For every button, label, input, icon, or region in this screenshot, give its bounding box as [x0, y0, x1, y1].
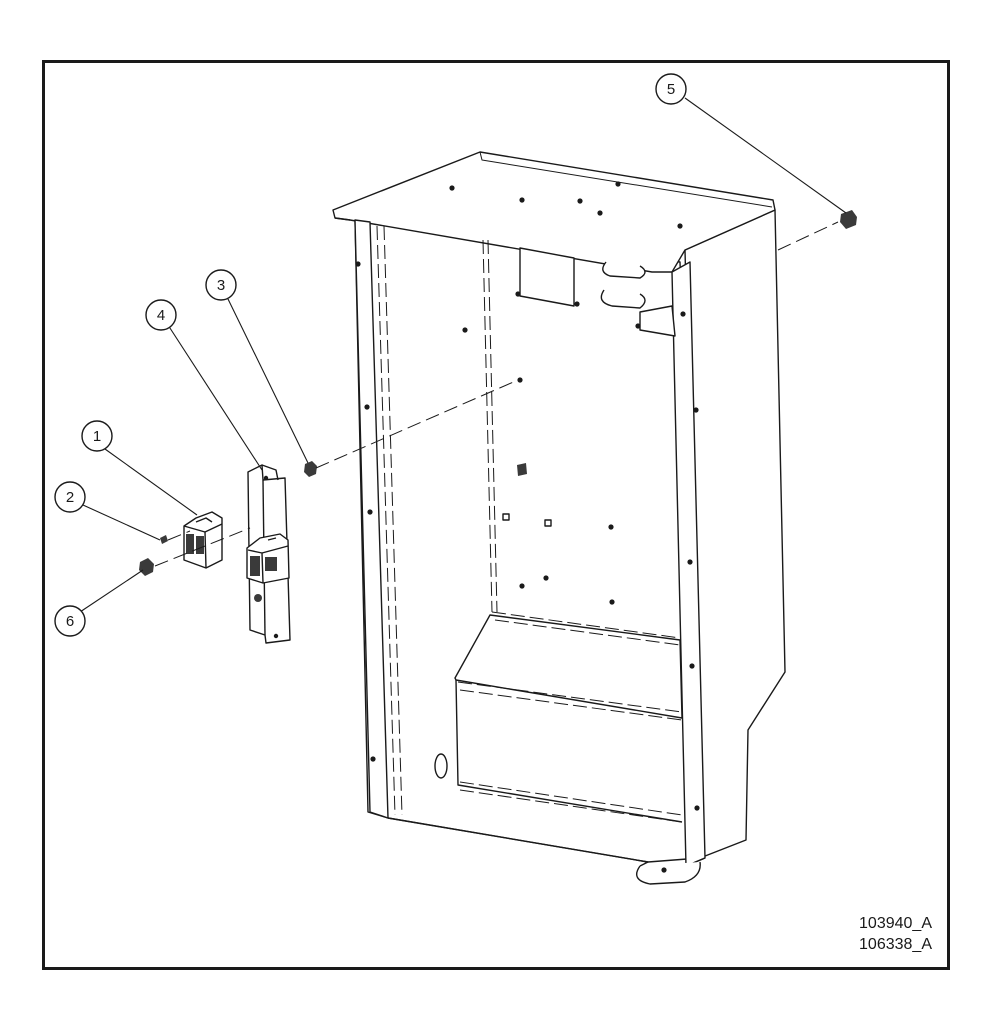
callout-5: 5	[655, 73, 687, 105]
callout-6: 6	[54, 605, 86, 637]
callout-6-label: 6	[66, 613, 74, 630]
fastener-item-5	[840, 210, 857, 229]
leader-lines	[79, 97, 847, 613]
nut-item-3	[304, 461, 317, 477]
relay	[183, 511, 223, 569]
nut-item-6	[139, 558, 154, 576]
assembly-lines	[154, 221, 839, 567]
drawing-frame	[42, 60, 950, 970]
callout-3-label: 3	[217, 277, 225, 294]
callout-2: 2	[54, 481, 86, 513]
screw-item-2	[160, 535, 168, 544]
callout-2-label: 2	[66, 489, 74, 506]
callout-1: 1	[81, 420, 113, 452]
callout-5-label: 5	[667, 81, 675, 98]
callout-1-label: 1	[93, 428, 101, 445]
drawing-number: 106338_A	[859, 936, 932, 953]
enclosure-box	[332, 151, 786, 885]
drawing-number-block: 103940_A 106338_A	[859, 913, 932, 955]
callout-4-label: 4	[157, 307, 165, 324]
callout-3: 3	[205, 269, 237, 301]
mounting-bracket	[246, 464, 291, 644]
mounting-holes	[355, 181, 700, 873]
drawing-number: 103940_A	[859, 915, 932, 932]
callout-4: 4	[145, 299, 177, 331]
